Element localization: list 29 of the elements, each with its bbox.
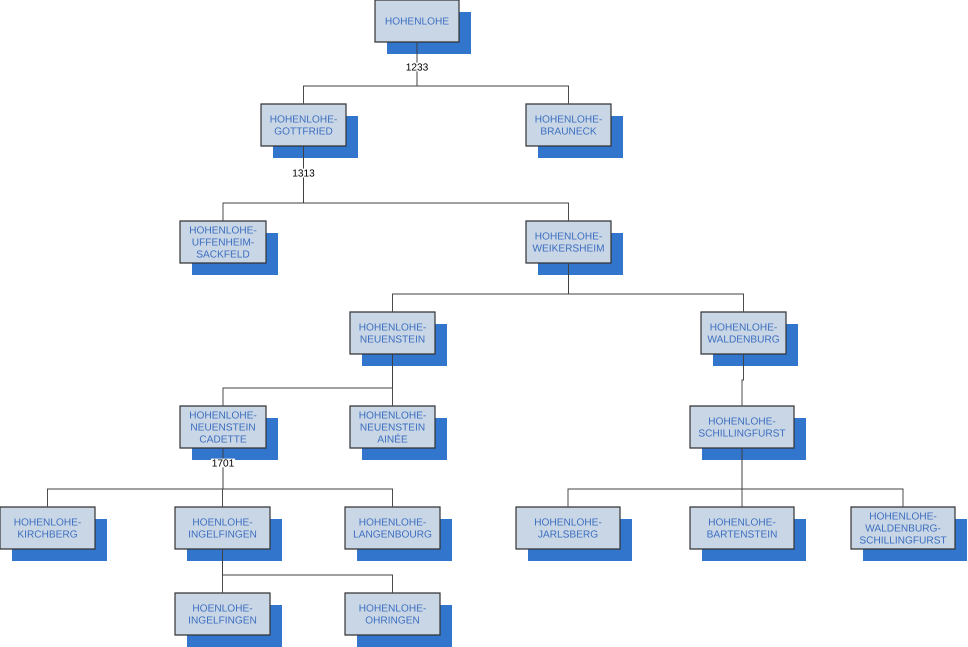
connector-line: [568, 263, 744, 312]
house-box: HOHENLOHE-BARTENSTEIN: [689, 506, 795, 550]
house-box: HOHENLOHE-WALDENBURG: [700, 311, 787, 355]
house-box: HOHENLOHE-NEUENSTEIN AINÉE: [349, 405, 436, 449]
house-box: HOHENLOHE-NEUENSTEIN CADETTE: [179, 405, 267, 449]
edge-label: 1313: [291, 168, 316, 178]
connector-line: [303, 146, 569, 221]
house-box: HOHENLOHE-WEIKERSHEIM: [525, 220, 612, 264]
edge-label: 1701: [210, 458, 236, 468]
house-box: HOHENLOHE-GOTTFRIED: [260, 103, 347, 147]
house-box: HOHENLOHE-UFFENHEIM-SACKFELD: [179, 220, 267, 264]
house-box: HOHENLOHE: [374, 0, 460, 43]
house-box: HOHENLOHE-WALDENBURG-SCHILLINGFURST: [850, 506, 956, 550]
house-box: HOHENLOHE-SCHILLINGFURST: [689, 405, 795, 449]
house-box: HOHENLOHE-JARLSBERG: [515, 506, 621, 550]
house-box: HOHENLOHE-NEUENSTEIN: [349, 311, 436, 355]
house-box: HOHENLOHE-BRAUNECK: [525, 103, 612, 147]
house-box: HOENLOHE-INGELFINGEN: [174, 506, 271, 550]
connector-line: [742, 448, 904, 507]
connector-line: [222, 448, 393, 507]
connector-line: [392, 354, 393, 406]
house-box: HOHENLOHE-KIRCHBERG: [0, 506, 96, 550]
connector-line: [416, 42, 569, 104]
connector-line: [222, 549, 393, 593]
edge-label: 1233: [404, 62, 430, 72]
house-box: HOHENLOHE-LANGENBOURG: [344, 506, 441, 550]
connector-line: [742, 354, 744, 406]
house-box: HOHENLOHE-OHRINGEN: [344, 592, 441, 636]
house-box: HOENLOHE-INGELFINGEN: [174, 592, 271, 636]
